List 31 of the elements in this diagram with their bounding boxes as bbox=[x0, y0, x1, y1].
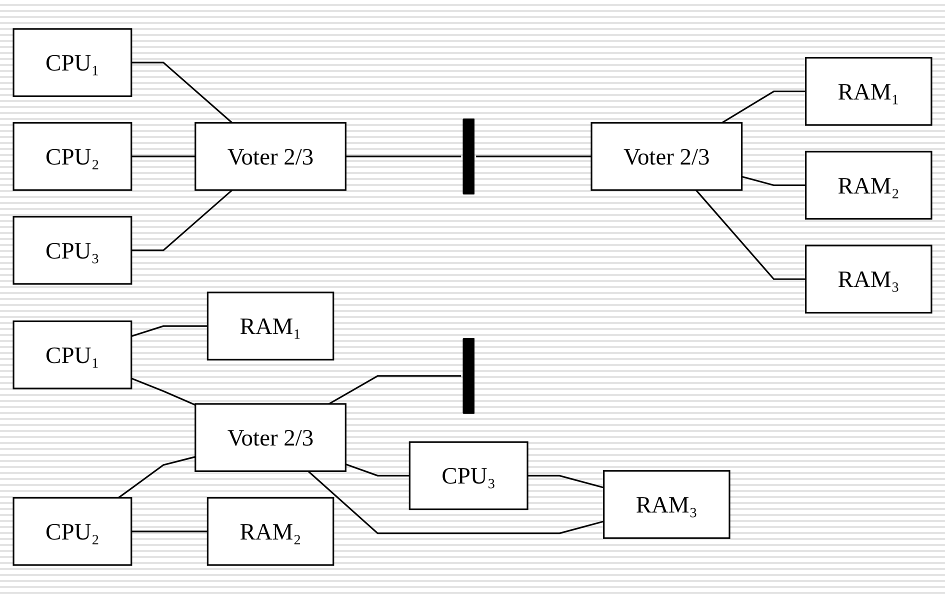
node-box: CPU₁ bbox=[12, 320, 132, 390]
connector bbox=[345, 464, 410, 476]
connector bbox=[328, 375, 462, 405]
connector bbox=[131, 189, 233, 252]
connector bbox=[695, 190, 806, 280]
node-box: CPU₂ bbox=[12, 122, 132, 191]
connector bbox=[131, 325, 208, 337]
connector bbox=[131, 530, 208, 532]
connector bbox=[346, 156, 462, 158]
connector bbox=[528, 474, 604, 488]
connector bbox=[131, 62, 233, 124]
node-box: Voter 2/3 bbox=[194, 403, 346, 472]
node-box: CPU₃ bbox=[12, 216, 132, 285]
connector bbox=[308, 470, 604, 534]
node-box: CPU₃ bbox=[408, 441, 528, 510]
node-box: RAM₃ bbox=[603, 470, 730, 539]
node-box: RAM₁ bbox=[805, 56, 932, 126]
connector bbox=[131, 156, 196, 158]
node-box: CPU₁ bbox=[12, 28, 132, 97]
node-box: RAM₂ bbox=[206, 497, 334, 566]
connector bbox=[722, 90, 806, 124]
node-box: Voter 2/3 bbox=[590, 122, 743, 191]
connector bbox=[131, 378, 196, 406]
node-box: RAM₃ bbox=[805, 244, 932, 314]
connector bbox=[476, 156, 592, 158]
node-box: CPU₂ bbox=[12, 497, 132, 566]
connector bbox=[742, 176, 806, 186]
node-box: RAM₁ bbox=[206, 292, 334, 360]
node-box: Voter 2/3 bbox=[194, 122, 346, 191]
node-box: RAM₂ bbox=[805, 150, 932, 220]
connector bbox=[118, 456, 196, 498]
